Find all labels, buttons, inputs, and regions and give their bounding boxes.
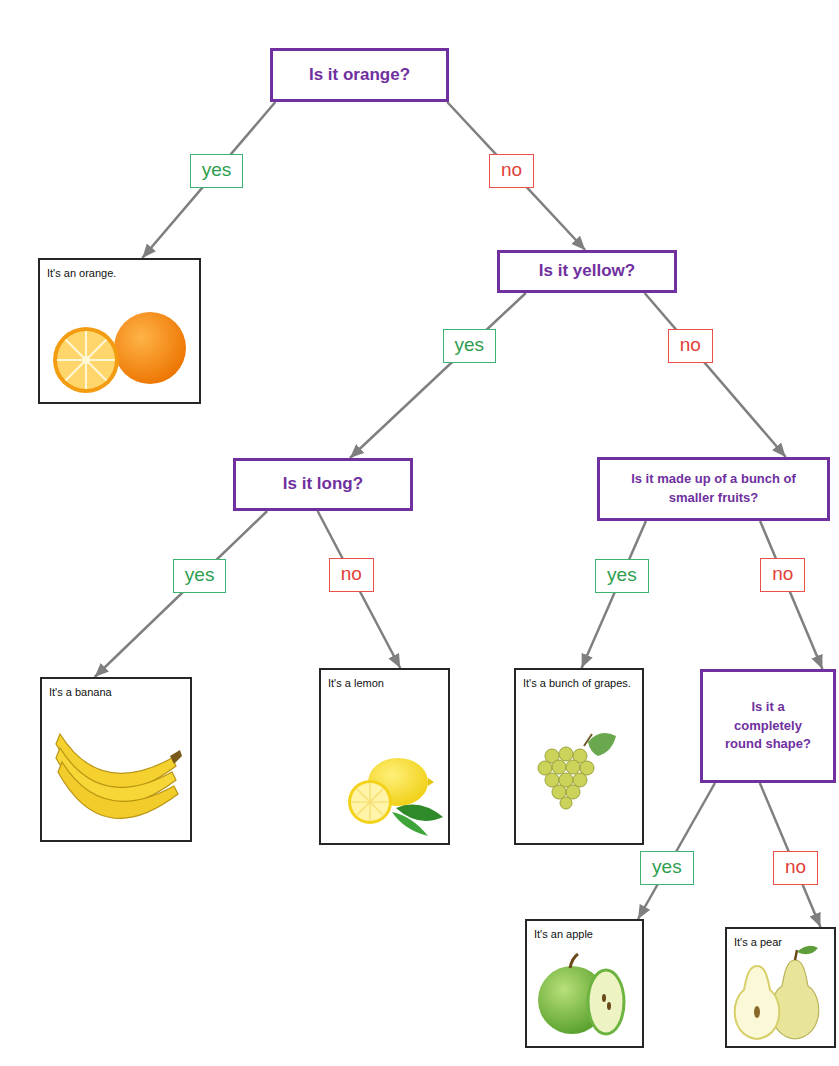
grape: [560, 797, 572, 809]
lemon-picture: [348, 758, 443, 836]
answer-box: It's an apple: [525, 919, 644, 1048]
banana: [58, 762, 178, 818]
answer-box: It's an orange.: [38, 258, 201, 404]
banana-stem: [170, 750, 182, 764]
connector-arrow: [645, 293, 786, 457]
connector-arrow: [95, 511, 267, 677]
pear-seed: [754, 1006, 760, 1018]
answer-text: It's a banana: [49, 685, 183, 699]
answer-label: yes: [640, 851, 694, 886]
half-pear: [735, 966, 780, 1039]
question-text: Is it a completely round shape?: [721, 698, 815, 755]
answer-text: It's an apple: [534, 927, 635, 941]
lemon-leaf: [392, 812, 428, 836]
connector-arrow: [318, 511, 401, 668]
grape-stem: [584, 734, 592, 746]
answer-label: no: [773, 851, 818, 886]
apple-picture: [538, 954, 624, 1034]
question-text: Is it made up of a bunch of smaller frui…: [626, 470, 801, 508]
half-apple: [588, 970, 624, 1034]
answer-box: It's a lemon: [319, 668, 450, 845]
decision-box: Is it made up of a bunch of smaller frui…: [597, 457, 830, 521]
answer-text: It's a lemon: [328, 676, 441, 690]
grape: [566, 760, 580, 774]
answer-label: yes: [595, 559, 649, 594]
decision-box: Is it yellow?: [497, 250, 677, 293]
answer-label: yes: [443, 329, 497, 364]
connector-arrow: [142, 102, 275, 258]
decision-box: Is it long?: [233, 458, 413, 511]
lemon-rind: [348, 780, 392, 824]
answer-text: It's a bunch of grapes.: [523, 676, 635, 690]
lemon-flesh: [351, 783, 389, 821]
pear-stem: [795, 950, 797, 960]
orange-core: [82, 356, 90, 364]
apple-stem: [570, 954, 578, 968]
answer-label: yes: [190, 154, 244, 189]
connector-arrow: [760, 783, 821, 927]
orange-flesh: [57, 331, 115, 389]
answer-label: no: [329, 558, 374, 593]
answer-text: It's an orange.: [47, 266, 192, 280]
connector-arrow: [447, 102, 585, 250]
whole-pear: [771, 960, 818, 1039]
question-text: Is it yellow?: [539, 259, 635, 284]
answer-label: no: [489, 154, 534, 189]
answer-box: It's a banana: [40, 677, 192, 842]
question-text: Is it orange?: [309, 63, 410, 88]
grape-cluster: [538, 747, 594, 809]
banana-picture: [56, 734, 182, 818]
answer-label: yes: [173, 559, 227, 594]
pear-picture: [735, 946, 819, 1039]
orange-rind: [53, 327, 119, 393]
apple-seed: [607, 1002, 611, 1010]
answer-text: It's a pear: [734, 935, 827, 949]
grape: [559, 747, 573, 761]
decision-box: Is it orange?: [270, 48, 449, 102]
answer-box: It's a pear: [725, 927, 836, 1048]
grapes-picture: [538, 733, 616, 809]
answer-label: no: [668, 329, 713, 364]
apple-seed: [602, 994, 606, 1002]
grape: [552, 760, 566, 774]
connector-arrow: [350, 293, 526, 458]
whole-orange: [114, 312, 186, 384]
answer-box: It's a bunch of grapes.: [514, 668, 644, 845]
connector-arrow: [582, 521, 646, 668]
orange-picture: [53, 312, 186, 393]
connector-arrow: [638, 783, 715, 919]
connector-arrow: [760, 521, 822, 669]
pear-leaf: [797, 946, 818, 955]
lemon-tip: [428, 778, 434, 786]
orange-segments: [57, 331, 115, 389]
lemon-segments: [351, 783, 389, 821]
answer-label: no: [760, 558, 805, 593]
decision-box: Is it a completely round shape?: [700, 669, 836, 783]
question-text: Is it long?: [283, 472, 363, 497]
grape-leaf: [588, 733, 616, 756]
